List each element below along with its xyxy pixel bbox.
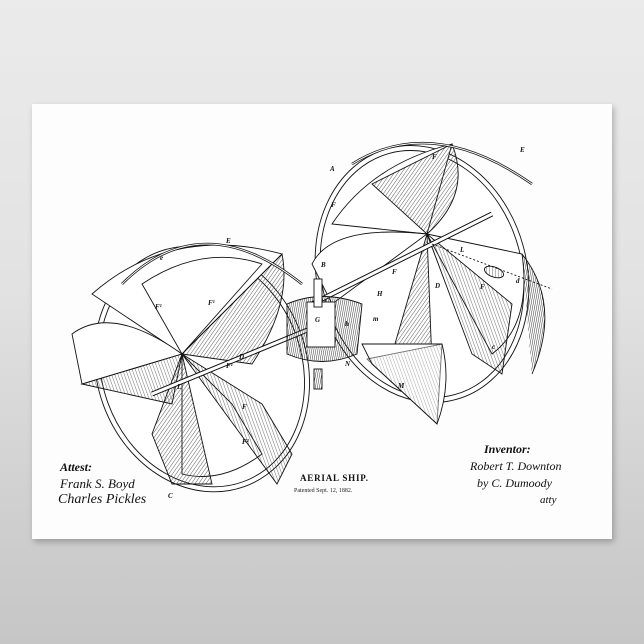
svg-text:F²: F²	[242, 438, 250, 446]
svg-text:c: c	[492, 343, 495, 351]
witness-signature-2: Charles Pickles	[58, 492, 147, 507]
inventor-label: Inventor:	[484, 442, 531, 456]
attorney-suffix: atty	[540, 494, 557, 506]
svg-text:h: h	[345, 320, 349, 328]
svg-text:L: L	[459, 246, 464, 254]
svg-text:N: N	[344, 360, 351, 368]
svg-text:F¹: F¹	[208, 299, 215, 307]
svg-text:F: F	[242, 403, 247, 411]
svg-text:F: F	[432, 153, 437, 161]
patent-date: Patented Sept. 12, 1882.	[294, 488, 353, 494]
svg-text:H: H	[376, 290, 383, 298]
svg-text:C: C	[168, 492, 173, 500]
svg-text:E: E	[519, 146, 525, 154]
attest-label: Attest:	[60, 460, 92, 474]
patent-poster: A E e F F¹ F¹ F¹ F² F F F F E D D d L L …	[32, 104, 612, 539]
witness-signature-1: Frank S. Boyd	[60, 476, 135, 491]
svg-text:F¹: F¹	[155, 303, 162, 311]
svg-text:F: F	[331, 201, 336, 209]
svg-text:F: F	[392, 268, 397, 276]
svg-text:A: A	[329, 165, 335, 173]
svg-text:M: M	[397, 382, 405, 390]
svg-text:m: m	[373, 315, 379, 323]
svg-text:d: d	[516, 277, 520, 285]
svg-text:E: E	[225, 237, 231, 245]
attorney-signature: by C. Dumoody	[477, 476, 552, 490]
svg-text:D: D	[238, 353, 244, 361]
aerial-ship-drawing: A E e F F¹ F¹ F¹ F² F F F F E D D d L L …	[71, 141, 553, 500]
svg-text:D: D	[434, 282, 440, 290]
svg-text:e: e	[160, 254, 163, 262]
svg-text:G: G	[315, 316, 320, 324]
svg-text:F¹: F¹	[226, 362, 233, 370]
svg-text:L: L	[176, 383, 181, 391]
svg-text:B: B	[320, 261, 326, 269]
svg-text:F: F	[480, 283, 485, 291]
patent-title: AERIAL SHIP.	[300, 473, 369, 483]
inventor-signature: Robert T. Downton	[470, 459, 562, 473]
